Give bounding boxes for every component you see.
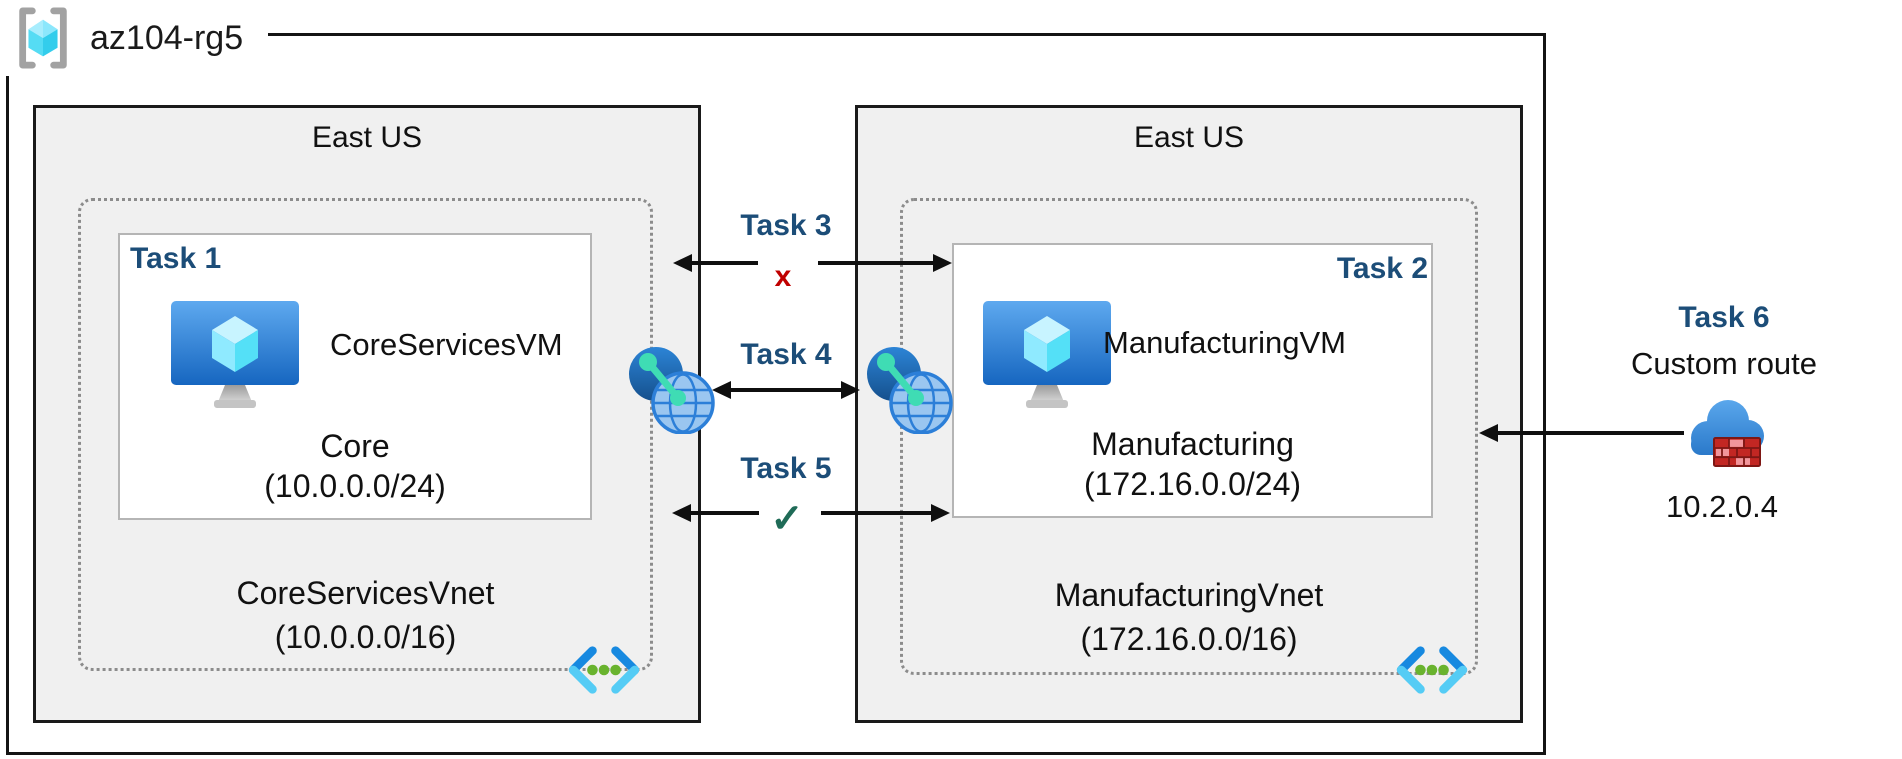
task6-arrowhead-left bbox=[1479, 424, 1498, 442]
task4-arrowhead-right bbox=[841, 381, 860, 399]
resource-group-icon bbox=[19, 7, 67, 69]
virtual-network-icon bbox=[1396, 646, 1468, 694]
task3-arrowhead-right bbox=[933, 254, 952, 272]
subnet-name-core: Core bbox=[320, 428, 390, 464]
vnet-name-coreservices: CoreServicesVnet bbox=[236, 575, 495, 611]
task5-allow-mark: ✓ bbox=[770, 497, 804, 541]
task1-label: Task 1 bbox=[130, 242, 222, 275]
region-left-title: East US bbox=[311, 121, 423, 154]
vnet-cidr-coreservices: (10.0.0.0/16) bbox=[274, 619, 457, 655]
task5-arrowhead-left bbox=[672, 504, 691, 522]
network-peering-globe-icon bbox=[867, 347, 953, 434]
task5-label: Task 5 bbox=[740, 452, 832, 485]
subnet-cidr-manufacturing: (172.16.0.0/24) bbox=[1083, 466, 1302, 502]
virtual-network-icon bbox=[568, 646, 640, 694]
vm-name-coreservices: CoreServicesVM bbox=[330, 327, 563, 362]
task5-arrow-line bbox=[821, 511, 933, 515]
task3-arrow-line bbox=[818, 261, 935, 265]
task3-arrow-line bbox=[690, 261, 758, 265]
task4-arrowhead-left bbox=[712, 381, 731, 399]
virtual-machine-icon bbox=[983, 301, 1111, 408]
virtual-machine-icon bbox=[171, 301, 299, 408]
task4-arrow-line bbox=[729, 388, 843, 392]
vnet-name-manufacturing: ManufacturingVnet bbox=[1054, 577, 1324, 613]
subnet-cidr-core: (10.0.0.0/24) bbox=[264, 468, 446, 504]
subnet-name-manufacturing: Manufacturing bbox=[1091, 426, 1294, 462]
task3-deny-mark: x bbox=[774, 260, 792, 293]
task6-sublabel: Custom route bbox=[1630, 346, 1818, 381]
task4-label: Task 4 bbox=[740, 338, 832, 371]
resource-group-label: az104-rg5 bbox=[0, 0, 268, 76]
task6-ip-address: 10.2.0.4 bbox=[1665, 489, 1779, 524]
firewall-cloud-icon bbox=[1691, 400, 1764, 467]
vnet-cidr-manufacturing: (172.16.0.0/16) bbox=[1080, 621, 1298, 657]
region-right-title: East US bbox=[1133, 121, 1245, 154]
task3-label: Task 3 bbox=[740, 209, 832, 242]
task5-arrowhead-right bbox=[931, 504, 950, 522]
network-peering-globe-icon bbox=[629, 347, 715, 434]
task2-label: Task 2 bbox=[1336, 252, 1428, 285]
resource-group-name: az104-rg5 bbox=[90, 18, 244, 57]
task5-arrow-line bbox=[689, 511, 759, 515]
task3-arrowhead-left bbox=[673, 254, 692, 272]
vm-name-manufacturing: ManufacturingVM bbox=[1103, 325, 1346, 360]
task6-label: Task 6 bbox=[1678, 301, 1770, 334]
task6-arrow-line bbox=[1496, 431, 1684, 435]
